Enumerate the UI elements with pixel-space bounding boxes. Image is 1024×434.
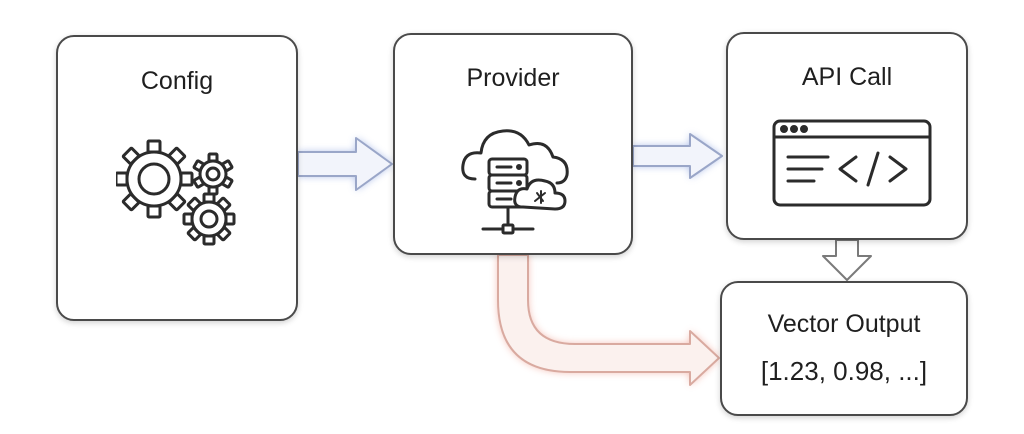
code-window-icon	[772, 119, 932, 207]
edge-config-provider	[297, 137, 393, 191]
edge-provider-vector-output	[497, 254, 720, 386]
api-call-title: API Call	[801, 63, 893, 91]
gears-icon	[116, 139, 236, 246]
cloud-server-icon	[461, 129, 569, 235]
api-call-node: API Call	[726, 32, 968, 240]
vector-output-node: Vector Output [1.23, 0.98, ...]	[720, 281, 968, 416]
config-node: Config	[56, 35, 298, 321]
edge-provider-api-call	[632, 133, 723, 179]
config-title: Config	[140, 67, 214, 95]
edge-api-call-vector-output	[822, 239, 872, 281]
provider-title: Provider	[466, 64, 560, 92]
provider-node: Provider	[393, 33, 633, 255]
vector-output-title: Vector Output	[767, 310, 921, 338]
vector-output-value: [1.23, 0.98, ...]	[760, 356, 928, 386]
